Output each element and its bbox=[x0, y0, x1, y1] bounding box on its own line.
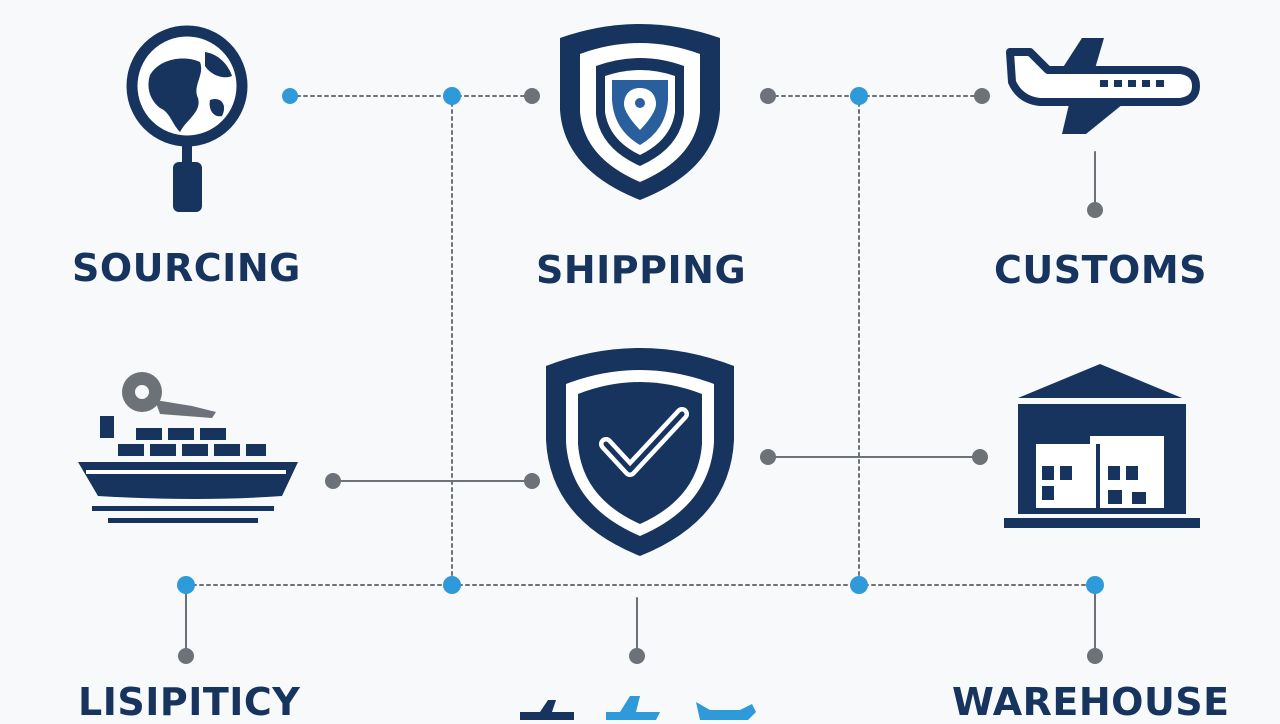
warehouse-icon bbox=[1004, 364, 1200, 528]
node-dot bbox=[850, 87, 868, 105]
node-dot bbox=[178, 648, 194, 664]
shield-check-icon bbox=[546, 348, 734, 556]
node-dot bbox=[282, 88, 298, 104]
node-dot bbox=[760, 88, 776, 104]
label-bottom-left: LISIPITICY bbox=[78, 680, 301, 724]
label-top-center: SHIPPING bbox=[536, 248, 747, 292]
node-dot bbox=[972, 449, 988, 465]
cargo-ship-icon bbox=[78, 372, 298, 523]
globe-magnifier-icon bbox=[126, 25, 248, 212]
airplane-icon bbox=[1006, 38, 1200, 134]
node-dot bbox=[524, 88, 540, 104]
label-bottom-right: WAREHOUSE bbox=[952, 680, 1230, 724]
node-dot bbox=[1087, 648, 1103, 664]
node-dot bbox=[443, 87, 461, 105]
connectors bbox=[185, 95, 1096, 657]
node-dot bbox=[974, 88, 990, 104]
label-top-left: SOURCING bbox=[72, 246, 301, 290]
node-dot bbox=[850, 576, 868, 594]
node-dot bbox=[177, 576, 195, 594]
label-top-right: CUSTOMS bbox=[994, 248, 1208, 292]
node-dot bbox=[524, 473, 540, 489]
node-dot bbox=[1086, 576, 1104, 594]
node-dot bbox=[629, 648, 645, 664]
node-dot bbox=[325, 473, 341, 489]
nodes bbox=[177, 87, 1104, 664]
shield-location-icon bbox=[560, 24, 720, 200]
node-dot bbox=[760, 449, 776, 465]
node-dot bbox=[1087, 202, 1103, 218]
small-planes-icon bbox=[520, 696, 756, 720]
node-dot bbox=[443, 576, 461, 594]
